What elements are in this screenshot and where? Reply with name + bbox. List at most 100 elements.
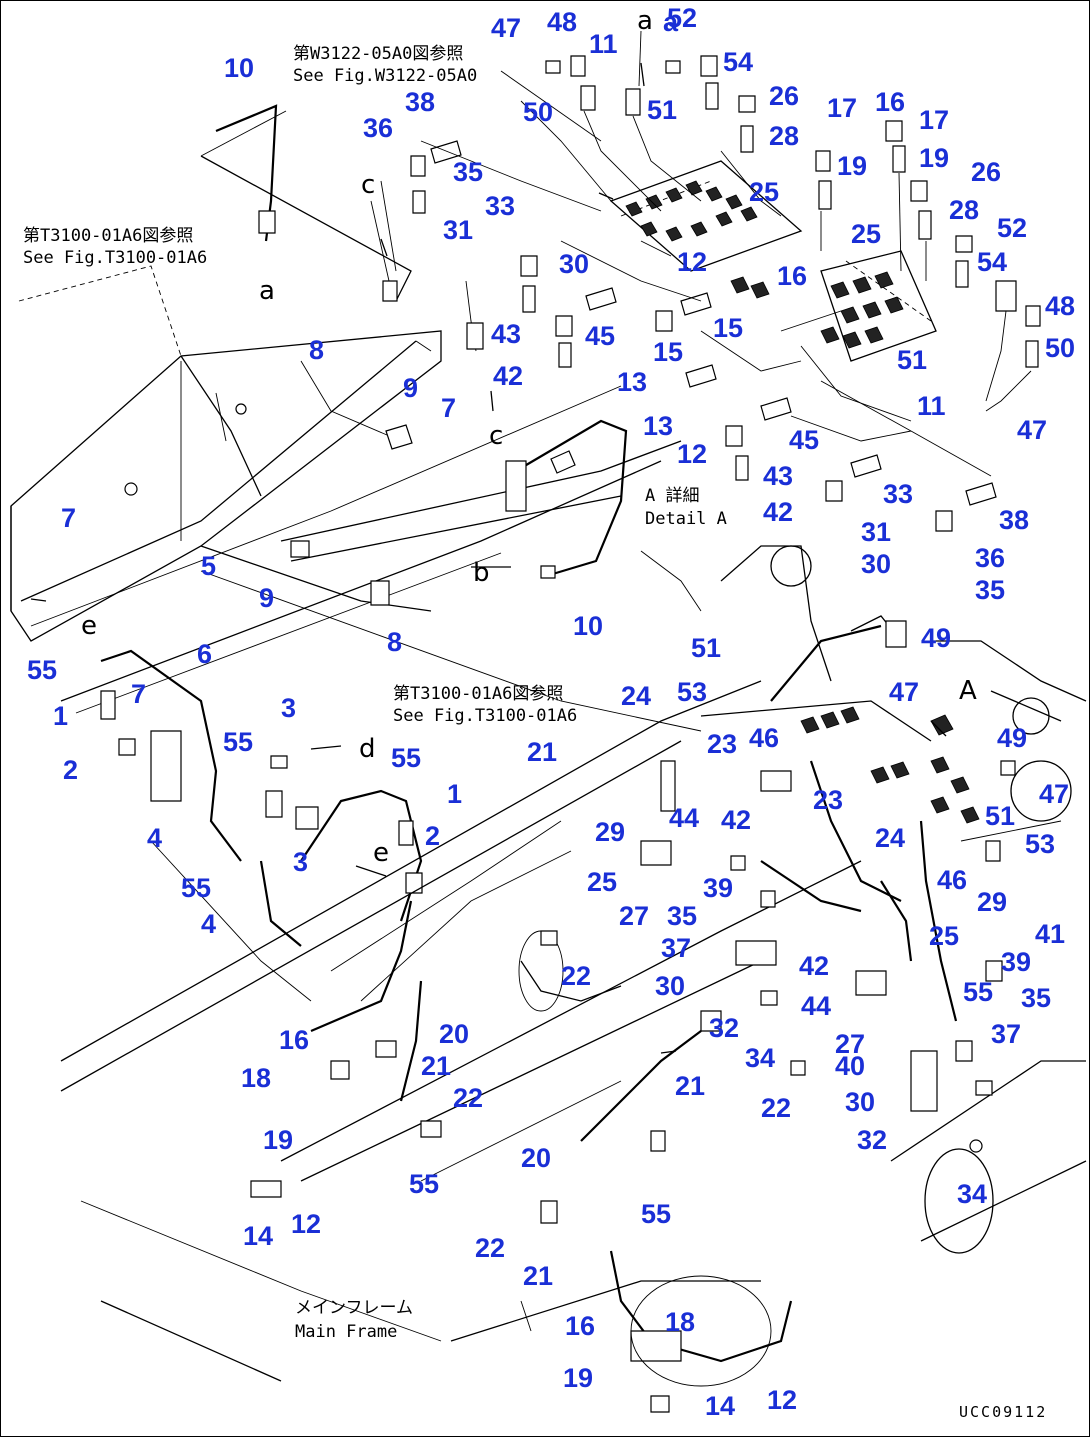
callout-number: 42 bbox=[799, 951, 829, 981]
callout-number: 10 bbox=[573, 611, 603, 641]
connection-letter: e bbox=[81, 611, 97, 641]
callout-number: 35 bbox=[975, 575, 1005, 605]
callout-number: 55 bbox=[641, 1199, 671, 1229]
callout-number: 42 bbox=[763, 497, 793, 527]
callout-number: 19 bbox=[263, 1125, 293, 1155]
connection-letter: a bbox=[637, 6, 653, 36]
callout-number: 12 bbox=[677, 247, 707, 277]
callout-number: 22 bbox=[453, 1083, 483, 1113]
callout-number: 45 bbox=[585, 321, 615, 351]
callout-number: 27 bbox=[835, 1029, 865, 1059]
connection-letters: a a b c c d e e A bbox=[81, 6, 977, 868]
detail-a-jp: A 詳細 bbox=[645, 486, 699, 506]
callout-number: 7 bbox=[61, 503, 76, 533]
callout-number: 26 bbox=[769, 81, 799, 111]
callout-number: 39 bbox=[703, 873, 733, 903]
callout-number: 51 bbox=[647, 95, 677, 125]
callout-number: 18 bbox=[241, 1063, 271, 1093]
callout-number: 51 bbox=[985, 801, 1015, 831]
line-art bbox=[10, 30, 1087, 1413]
callout-number: 30 bbox=[559, 249, 589, 279]
callout-number: 29 bbox=[977, 887, 1007, 917]
callout-number: 14 bbox=[705, 1391, 735, 1421]
callout-number: 35 bbox=[453, 157, 483, 187]
callout-number: 33 bbox=[485, 191, 515, 221]
detail-a-marker: A bbox=[959, 676, 977, 706]
callout-number: 33 bbox=[883, 479, 913, 509]
callout-number: 9 bbox=[259, 583, 274, 613]
callout-number: 24 bbox=[875, 823, 905, 853]
callout-number: 3 bbox=[293, 847, 308, 877]
callout-number: 21 bbox=[523, 1261, 553, 1291]
callout-number: 38 bbox=[999, 505, 1029, 535]
callout-number: 19 bbox=[563, 1363, 593, 1393]
callout-number: 40 bbox=[835, 1051, 865, 1081]
callout-number: 32 bbox=[709, 1013, 739, 1043]
connection-letter: d bbox=[359, 734, 376, 764]
callout-number: 15 bbox=[713, 313, 743, 343]
callout-number: 55 bbox=[963, 977, 993, 1007]
callout-number: 53 bbox=[1025, 829, 1055, 859]
detail-a-en: Detail A bbox=[645, 509, 727, 529]
callout-number: 30 bbox=[655, 971, 685, 1001]
callout-number: 26 bbox=[971, 157, 1001, 187]
part-callouts: 10 47 48 11 a 52 54 50 51 38 36 35 26 28… bbox=[27, 3, 1075, 1421]
callout-number: 4 bbox=[201, 909, 216, 939]
callout-number: 34 bbox=[957, 1179, 987, 1209]
callout-number: 37 bbox=[661, 933, 691, 963]
callout-number: 8 bbox=[387, 627, 402, 657]
callout-number: 51 bbox=[897, 345, 927, 375]
callout-number: 9 bbox=[403, 373, 418, 403]
callout-number: 16 bbox=[565, 1311, 595, 1341]
callout-number: 21 bbox=[527, 737, 557, 767]
callout-number: 42 bbox=[721, 805, 751, 835]
callout-number: 39 bbox=[1001, 947, 1031, 977]
callout-number: 50 bbox=[1045, 333, 1075, 363]
valve-bank-upper bbox=[625, 180, 758, 242]
callout-number: 21 bbox=[421, 1051, 451, 1081]
callout-number: 47 bbox=[889, 677, 919, 707]
callout-number: 13 bbox=[643, 411, 673, 441]
callout-number: 49 bbox=[921, 623, 951, 653]
callout-number: a bbox=[663, 7, 679, 37]
ref-t3100-mid-en: See Fig.T3100-01A6 bbox=[393, 706, 577, 726]
callout-number: 48 bbox=[547, 7, 577, 37]
callout-number: 11 bbox=[917, 391, 946, 421]
callout-number: 18 bbox=[665, 1307, 695, 1337]
callout-number: 49 bbox=[997, 723, 1027, 753]
callout-number: 20 bbox=[439, 1019, 469, 1049]
connection-letter: c bbox=[361, 170, 375, 200]
callout-number: 35 bbox=[667, 901, 697, 931]
callout-number: 21 bbox=[675, 1071, 705, 1101]
callout-number: 2 bbox=[425, 821, 440, 851]
callout-number: 47 bbox=[491, 13, 521, 43]
callout-number: 53 bbox=[677, 677, 707, 707]
callout-number: 14 bbox=[243, 1221, 273, 1251]
callout-number: 24 bbox=[621, 681, 651, 711]
main-frame-en: Main Frame bbox=[295, 1322, 397, 1342]
callout-number: 7 bbox=[131, 679, 146, 709]
callout-number: 17 bbox=[827, 93, 857, 123]
callout-number: 5 bbox=[201, 551, 216, 581]
callout-number: 54 bbox=[723, 47, 753, 77]
callout-number: 36 bbox=[363, 113, 393, 143]
ref-t3100-left-jp: 第T3100-01A6図参照 bbox=[23, 226, 193, 246]
callout-number: 30 bbox=[845, 1087, 875, 1117]
callout-number: 43 bbox=[763, 461, 793, 491]
callout-number: 54 bbox=[977, 247, 1007, 277]
callout-number: 43 bbox=[491, 319, 521, 349]
callout-number: 28 bbox=[949, 195, 979, 225]
callout-number: 25 bbox=[929, 921, 959, 951]
callout-number: 44 bbox=[801, 991, 831, 1021]
callout-number: 25 bbox=[749, 177, 779, 207]
callout-number: 12 bbox=[677, 439, 707, 469]
connection-letter: e bbox=[373, 838, 389, 868]
callout-number: 1 bbox=[53, 701, 68, 731]
callout-number: 16 bbox=[777, 261, 807, 291]
callout-number: 55 bbox=[409, 1169, 439, 1199]
callout-number: 4 bbox=[147, 823, 162, 853]
callout-number: 25 bbox=[587, 867, 617, 897]
callout-number: 29 bbox=[595, 817, 625, 847]
